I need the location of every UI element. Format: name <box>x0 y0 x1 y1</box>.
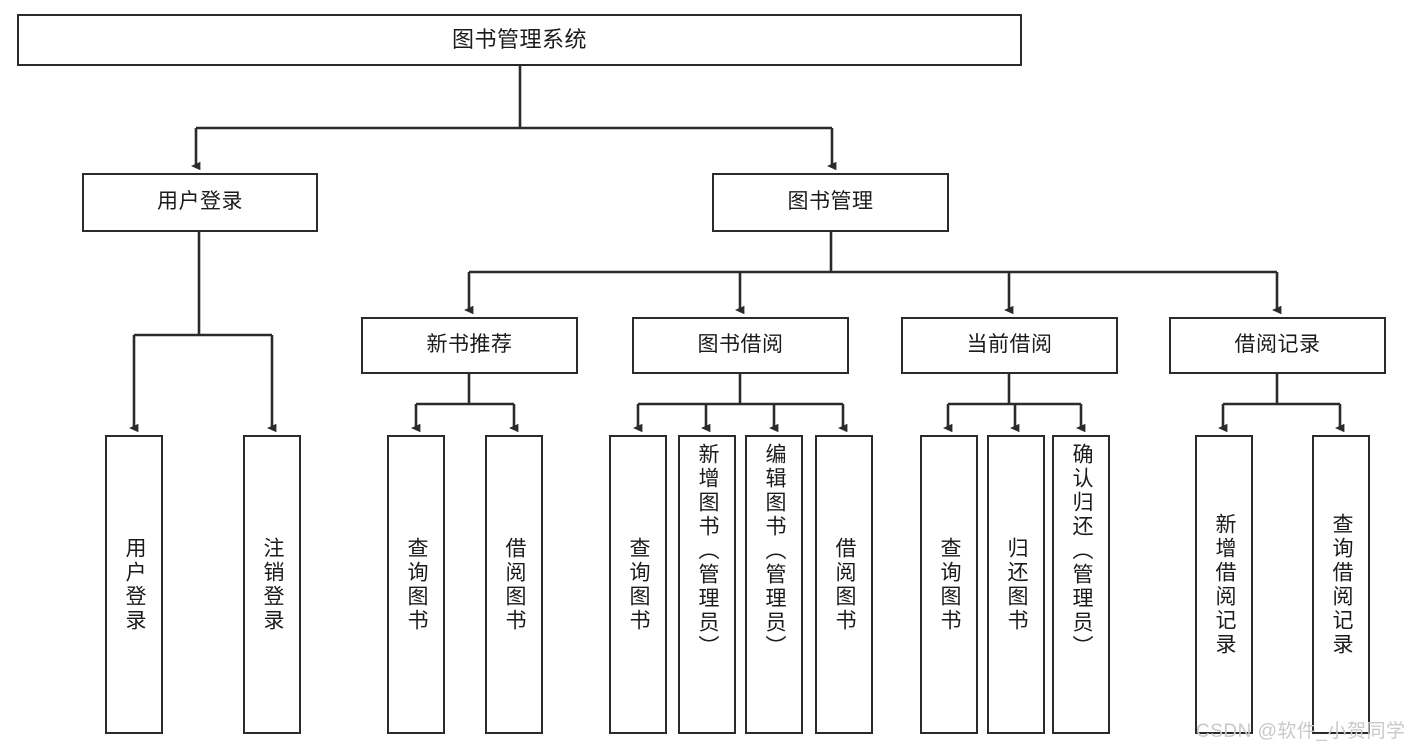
node-leaf-add-book-label: 新增图书（管理员） <box>696 443 720 659</box>
node-book-borrow-label: 图书借阅 <box>697 333 784 357</box>
node-leaf-query-book-2[interactable]: 查询图书 <box>609 435 667 734</box>
node-leaf-return-book-label: 归还图书 <box>1005 536 1029 633</box>
node-leaf-add-book[interactable]: 新增图书（管理员） <box>678 435 736 734</box>
node-book-borrow[interactable]: 图书借阅 <box>632 317 849 374</box>
node-current-borrow[interactable]: 当前借阅 <box>901 317 1118 374</box>
node-leaf-confirm-return[interactable]: 确认归还（管理员） <box>1052 435 1110 734</box>
node-leaf-query-book-2-label: 查询图书 <box>627 536 651 633</box>
node-leaf-add-record-label: 新增借阅记录 <box>1213 512 1237 657</box>
node-new-book-recommend[interactable]: 新书推荐 <box>361 317 578 374</box>
node-user-login-label: 用户登录 <box>157 190 243 214</box>
node-book-manage[interactable]: 图书管理 <box>712 173 949 232</box>
node-leaf-borrow-book-1[interactable]: 借阅图书 <box>485 435 543 734</box>
node-leaf-edit-book[interactable]: 编辑图书（管理员） <box>745 435 803 734</box>
node-root[interactable]: 图书管理系统 <box>17 14 1022 66</box>
node-new-book-recommend-label: 新书推荐 <box>426 333 513 357</box>
node-book-manage-label: 图书管理 <box>787 190 874 214</box>
node-leaf-borrow-book-1-label: 借阅图书 <box>503 536 527 633</box>
node-borrow-record-label: 借阅记录 <box>1234 333 1321 357</box>
node-leaf-borrow-book-2[interactable]: 借阅图书 <box>815 435 873 734</box>
csdn-watermark: CSDN @软件_小贺同学 <box>1196 721 1405 742</box>
node-leaf-user-logout[interactable]: 注销登录 <box>243 435 301 734</box>
node-leaf-return-book[interactable]: 归还图书 <box>987 435 1045 734</box>
node-leaf-borrow-book-2-label: 借阅图书 <box>833 536 857 633</box>
node-leaf-add-record[interactable]: 新增借阅记录 <box>1195 435 1253 734</box>
node-leaf-edit-book-label: 编辑图书（管理员） <box>763 443 787 659</box>
node-current-borrow-label: 当前借阅 <box>966 333 1053 357</box>
node-leaf-query-book-1[interactable]: 查询图书 <box>387 435 445 734</box>
node-leaf-query-book-3-label: 查询图书 <box>938 536 962 633</box>
node-borrow-record[interactable]: 借阅记录 <box>1169 317 1386 374</box>
node-leaf-query-record[interactable]: 查询借阅记录 <box>1312 435 1370 734</box>
node-leaf-user-logout-label: 注销登录 <box>261 536 285 633</box>
node-leaf-user-login[interactable]: 用户登录 <box>105 435 163 734</box>
node-leaf-query-book-1-label: 查询图书 <box>405 536 429 633</box>
node-leaf-confirm-return-label: 确认归还（管理员） <box>1070 443 1094 659</box>
node-leaf-query-book-3[interactable]: 查询图书 <box>920 435 978 734</box>
node-root-label: 图书管理系统 <box>451 27 587 53</box>
node-leaf-user-login-label: 用户登录 <box>123 536 147 633</box>
node-user-login[interactable]: 用户登录 <box>82 173 318 232</box>
node-leaf-query-record-label: 查询借阅记录 <box>1330 512 1354 657</box>
